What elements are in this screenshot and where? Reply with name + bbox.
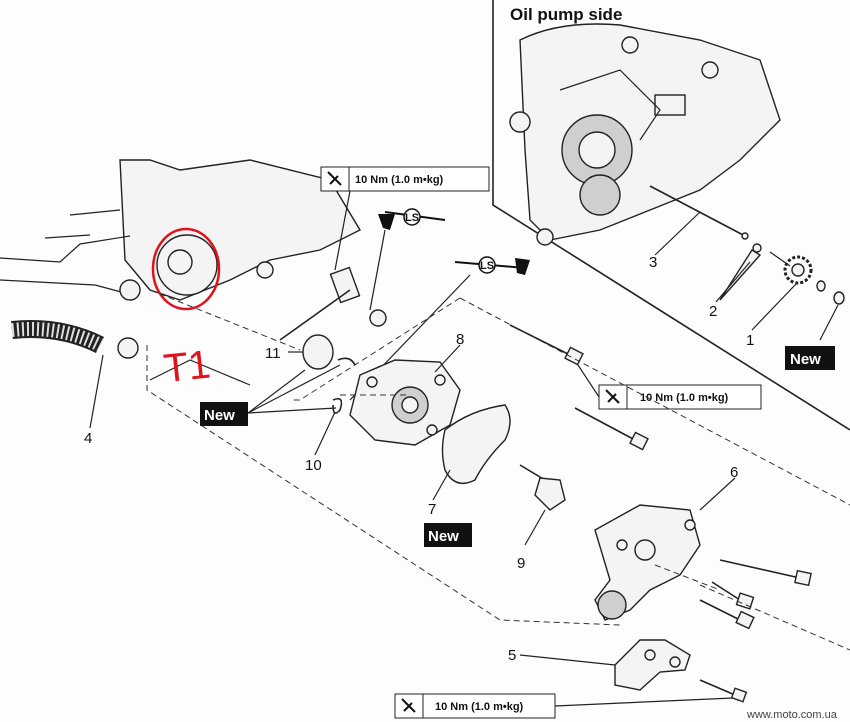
cover-bolt-3 (699, 599, 755, 630)
callout-6: 6 (730, 464, 738, 481)
assembly-guide-line-6 (699, 584, 850, 651)
part-5-bracket (614, 639, 691, 691)
callout-9: 9 (517, 555, 525, 572)
part-2-pin (719, 243, 762, 301)
callout-2: 2 (709, 303, 717, 320)
torque-spec-middle-text: 10 Nm (1.0 m•kg) (640, 392, 729, 404)
lubricant-symbol-1: LS (378, 208, 446, 230)
new-badge-3 (424, 523, 472, 547)
watermark: www.moto.com.ua (746, 709, 838, 721)
callout-8: 8 (456, 331, 464, 348)
new-badge-2-label: New (204, 407, 235, 424)
torque-spec-top-text: 10 Nm (1.0 m•kg) (355, 174, 444, 186)
torque-spec-middle: 10 Nm (1.0 m•kg) (598, 384, 762, 410)
part-6-pump-cover (594, 504, 701, 621)
inset-title: Oil pump side (510, 5, 622, 24)
bracket-bolt (699, 679, 748, 703)
part-7-gasket (441, 404, 511, 484)
part-4-hose (11, 320, 139, 359)
assembly-guide-line-4 (459, 297, 850, 506)
torque-spec-top: 10 Nm (1.0 m•kg) (320, 166, 490, 192)
torque-spec-bottom-text: 10 Nm (1.0 m•kg) (435, 701, 524, 713)
inset-frame (492, 0, 850, 431)
lubricant-symbol-2: LS (454, 256, 530, 275)
callout-3: 3 (649, 254, 657, 271)
assembly-guide-line-5 (290, 297, 461, 401)
callout-11: 11 (265, 345, 281, 362)
cover-bolt-2 (711, 581, 755, 610)
part-10-clip (332, 397, 343, 414)
callout-1: 1 (746, 332, 754, 349)
part-9-impeller (519, 464, 566, 511)
part-8-pump-body (349, 359, 461, 446)
assembly-guide-line-2 (149, 289, 301, 351)
callout-4: 4 (84, 430, 92, 447)
handwritten-annotation: T1 (162, 343, 213, 392)
ls-label-2: LS (480, 260, 494, 272)
long-bolt-2 (574, 407, 649, 451)
callout-7: 7 (428, 501, 436, 518)
oil-pump-engine-illustration (509, 23, 781, 246)
cover-bolt-1 (719, 559, 812, 587)
new-badge-1-label: New (790, 351, 821, 368)
new-badge-3-label: New (428, 528, 459, 545)
callout-5: 5 (508, 647, 516, 664)
callout-10: 10 (305, 457, 322, 474)
part-11-o-ring (302, 334, 334, 370)
ls-label-1: LS (405, 212, 419, 224)
torque-spec-bottom: 10 Nm (1.0 m•kg) (394, 693, 556, 719)
long-bolt-1 (509, 324, 584, 366)
red-highlight-circle (151, 227, 221, 311)
part-1-gear (769, 251, 845, 305)
new-badge-1 (785, 346, 835, 370)
part-10-clip-b (337, 357, 356, 366)
fitting-parts (279, 266, 387, 341)
engine-crankcase-illustration (0, 159, 361, 386)
part-3-shaft (649, 185, 749, 240)
new-badge-2 (200, 402, 248, 426)
assembly-guide-line-1 (146, 345, 621, 626)
